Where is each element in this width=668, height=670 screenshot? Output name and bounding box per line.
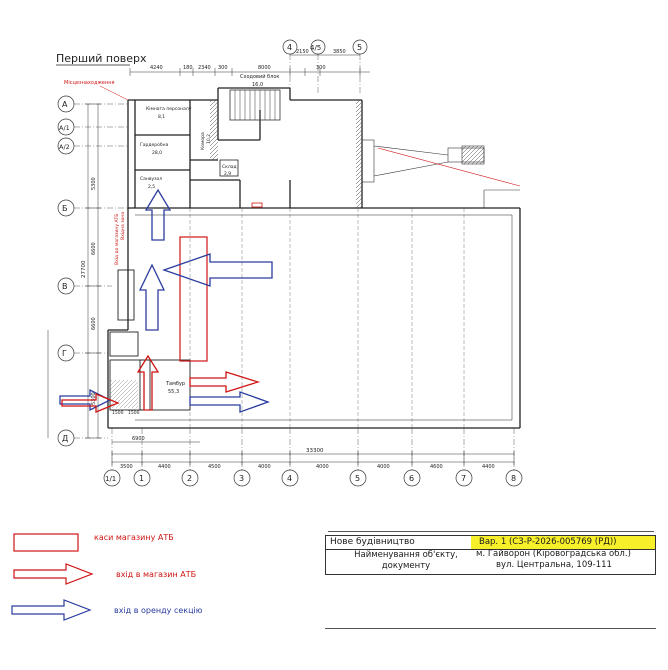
project-label: Нове будівництво xyxy=(330,537,415,547)
red-door-marker xyxy=(251,202,263,208)
room-name-3: Склад xyxy=(222,164,237,170)
main-hall-walls xyxy=(107,207,521,429)
axis-label-b: Б xyxy=(62,204,68,213)
room-name-4: Санвузол xyxy=(140,176,162,182)
legend-rental-arrow xyxy=(11,599,92,621)
stair-label: Сходовий блок xyxy=(240,73,279,80)
bottom-dim-1: 3500 xyxy=(120,464,133,470)
legend-cash-label: каси магазину АТБ xyxy=(94,533,174,542)
bottom-dim-5: 4000 xyxy=(316,464,329,470)
axis-label-g: Г xyxy=(62,349,67,358)
left-dimension-chain xyxy=(47,103,101,439)
object-label: Найменування об'єкту, документу xyxy=(354,550,458,571)
top-dim-3: 2340 xyxy=(198,65,211,71)
top-dim-6: 2150 xyxy=(296,49,309,55)
bottom-dim-small-1: 6900 xyxy=(132,436,145,442)
rental-entry-arrows xyxy=(59,188,273,413)
bottom-axis-label-8: 8 xyxy=(511,474,516,483)
address-line-1: м. Гайворон (Кіровоградська обл.) xyxy=(476,549,631,559)
room-area-5: 10,2 xyxy=(206,134,212,144)
bottom-dim-2: 4400 xyxy=(158,464,171,470)
top-dim-1: 4240 xyxy=(150,65,163,71)
top-dim-4: 300 xyxy=(218,65,228,71)
room-area-4: 2,5 xyxy=(148,184,155,190)
title-block-top-rule xyxy=(328,531,654,532)
wall-hatch-2 xyxy=(356,100,362,208)
title-block-row-2: Найменування об'єкту, документу м. Гайво… xyxy=(326,549,655,575)
location-leader xyxy=(99,85,129,101)
top-dim-7: 300 xyxy=(316,65,326,71)
room-name-5: Комора xyxy=(200,132,206,150)
project-code: Вар. 1 (СЗ-Р-2026-005769 (РД)) xyxy=(471,536,655,549)
drawing-title: Перший поверх xyxy=(56,52,147,65)
small-room-box xyxy=(219,159,239,177)
column-grid xyxy=(189,208,465,428)
left-dim-4: 5300 xyxy=(91,392,97,405)
entrance-label-red: Вхід до магазину АТБ xyxy=(114,214,120,265)
axis-label-v: В xyxy=(62,282,68,291)
stair-flight xyxy=(229,89,281,121)
bottom-dim-8: 4400 xyxy=(482,464,495,470)
axis-label-a2: А/2 xyxy=(59,143,70,151)
cash-registers-zone xyxy=(179,236,208,362)
top-dim-2: 180 xyxy=(183,65,193,71)
top-dim-5: 8000 xyxy=(258,65,271,71)
bottom-axis-markers xyxy=(103,469,523,487)
top-dim-8: 3850 xyxy=(333,49,346,55)
location-note: Місцезнаходження xyxy=(64,80,115,86)
entrance-hatch xyxy=(110,380,138,408)
bottom-dim-total: 33300 xyxy=(306,448,324,454)
axis-label-d: Д xyxy=(62,434,68,443)
loading-dock xyxy=(361,139,520,208)
bottom-dim-small-2: 1500 xyxy=(112,410,124,416)
left-axis-markers xyxy=(57,95,75,447)
bottom-axis-label-1: 1 xyxy=(139,474,144,483)
left-dim-total: 27700 xyxy=(81,260,87,278)
bottom-dim-3: 4500 xyxy=(208,464,221,470)
stair-area: 16,0 xyxy=(252,82,263,88)
top-axis-label-5: 5 xyxy=(357,43,362,52)
top-dimension-chain xyxy=(129,54,370,76)
wall-hatch-1 xyxy=(210,100,218,160)
room-area-1: 8,1 xyxy=(158,114,165,120)
bottom-dimension-chain xyxy=(111,441,515,465)
top-axis-label-4-5: 4/5 xyxy=(310,44,321,52)
legend-atb-label: вхід в магазин АТБ xyxy=(116,570,197,579)
room-name-1: Кімната персоналу xyxy=(146,106,192,112)
bottom-axis-label-4: 4 xyxy=(287,474,292,483)
top-axis-markers xyxy=(282,39,368,95)
left-dim-2: 6600 xyxy=(91,242,97,255)
bottom-axis-label-6: 6 xyxy=(409,474,414,483)
legend-atb-arrow xyxy=(13,563,94,585)
dock-red-line xyxy=(377,147,521,187)
legend-cash-swatch xyxy=(13,533,79,552)
bottom-axis-label-5: 5 xyxy=(355,474,360,483)
bottom-dim-small-3: 1500 xyxy=(128,410,140,416)
axis-label-a: А xyxy=(62,100,68,109)
bottom-axis-label-1-1: 1/1 xyxy=(105,475,116,483)
bottom-axis-label-7: 7 xyxy=(461,474,466,483)
left-dim-3: 6600 xyxy=(91,317,97,330)
title-block: Нове будівництво Вар. 1 (СЗ-Р-2026-00576… xyxy=(325,535,656,575)
top-axis-label-4: 4 xyxy=(287,43,292,52)
room-name-2: Гардеробна xyxy=(140,142,169,148)
bottom-axis-label-3: 3 xyxy=(239,474,244,483)
bottom-dim-7: 4600 xyxy=(430,464,443,470)
tambour-label: Тамбур xyxy=(165,381,185,387)
room-area-2: 28,0 xyxy=(152,150,162,156)
atb-entry-arrows xyxy=(61,354,261,413)
left-dim-1: 5300 xyxy=(91,177,97,190)
bottom-dim-6: 4000 xyxy=(377,464,390,470)
tambour-area: 55,3 xyxy=(168,389,179,395)
title-block-bottom-rule xyxy=(325,628,656,629)
cash-zone-note: Вхідна зона xyxy=(120,212,126,240)
bottom-dim-4: 4000 xyxy=(258,464,271,470)
legend-rental-label: вхід в оренду секцію xyxy=(114,606,203,615)
title-block-row-1: Нове будівництво Вар. 1 (СЗ-Р-2026-00576… xyxy=(326,536,655,550)
bottom-axis-label-2: 2 xyxy=(187,474,192,483)
address-line-2: вул. Центральна, 109-111 xyxy=(496,560,612,570)
room-area-3: 2,9 xyxy=(224,171,231,177)
axis-label-a1: А/1 xyxy=(59,124,70,132)
